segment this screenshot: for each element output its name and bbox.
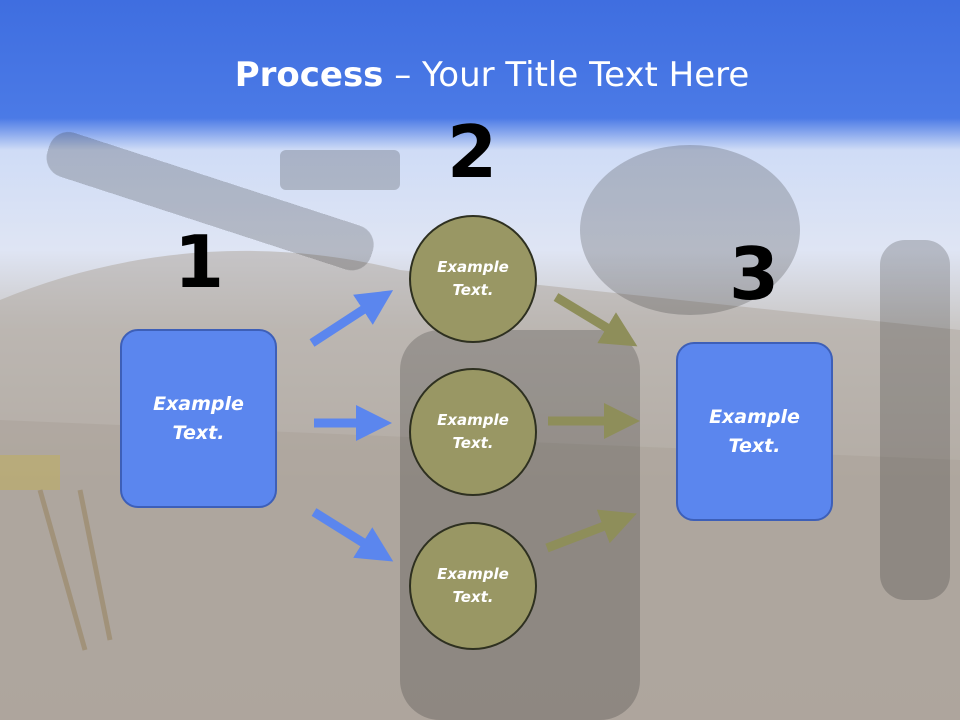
circle-bottom-line1: Example — [437, 565, 509, 583]
step-number-3: 3 — [728, 232, 780, 316]
circle-top-line2: Text. — [452, 281, 494, 299]
circle-middle-line1: Example — [437, 411, 509, 429]
title-bold: Process — [234, 55, 384, 95]
circle-middle-line2: Text. — [452, 434, 494, 452]
olive-arrow-down — [553, 293, 638, 347]
step-3-text-line2: Text. — [728, 434, 781, 457]
step-1-text-line1: Example — [153, 392, 244, 415]
circle-bottom-line2: Text. — [452, 588, 494, 606]
step-number-1: 1 — [173, 220, 225, 304]
step-3-text-line1: Example — [709, 405, 800, 428]
step-3-box[interactable]: Example Text. — [676, 342, 833, 521]
blue-arrow-up — [309, 290, 394, 347]
slide-title: Process – Your Title Text Here — [0, 55, 960, 95]
step-number-2: 2 — [446, 110, 498, 194]
title-rest: – Your Title Text Here — [383, 55, 750, 95]
blue-arrow-down — [311, 508, 394, 562]
step-2-circle-top[interactable]: Example Text. — [409, 215, 537, 343]
step-2-circle-middle[interactable]: Example Text. — [409, 368, 537, 496]
step-1-text-line2: Text. — [172, 421, 225, 444]
olive-arrow-up — [545, 509, 637, 553]
step-2-circle-bottom[interactable]: Example Text. — [409, 522, 537, 650]
step-1-box[interactable]: Example Text. — [120, 329, 277, 508]
circle-top-line1: Example — [437, 258, 509, 276]
